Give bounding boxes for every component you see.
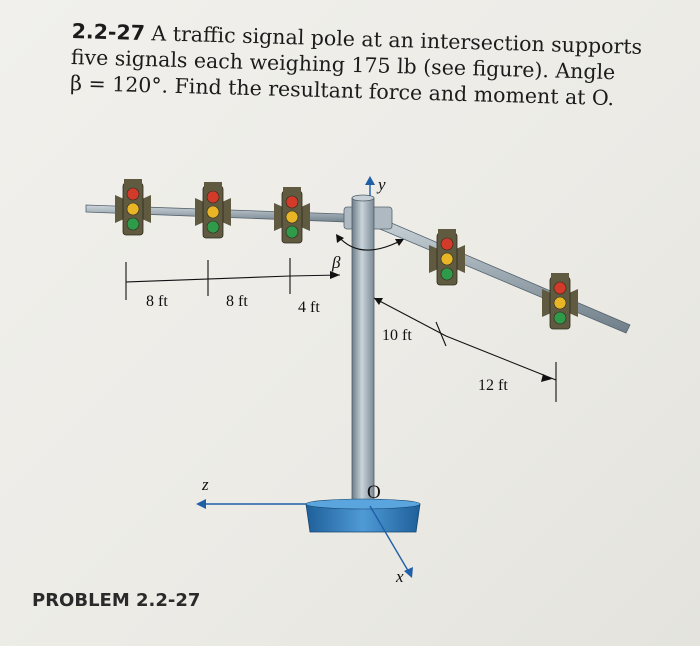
- y-axis-label: y: [376, 175, 386, 194]
- problem-caption: PROBLEM 2.2-27: [32, 590, 201, 611]
- dim-label-3: 4 ft: [298, 299, 320, 316]
- x-axis: [369, 505, 413, 578]
- origin-label: O: [367, 482, 381, 503]
- beta-angle-arc: [336, 234, 404, 251]
- z-axis-label: z: [201, 475, 209, 494]
- dim-label-4: 10 ft: [382, 327, 412, 344]
- dim-label-1: 8 ft: [146, 293, 168, 310]
- traffic-signal-2: [195, 182, 231, 239]
- beta-label: β: [331, 253, 341, 272]
- traffic-signal-1: [115, 179, 151, 236]
- dim-label-2: 8 ft: [226, 293, 248, 310]
- pole-base: [305, 498, 421, 533]
- y-axis: [365, 176, 375, 196]
- x-axis-label: x: [395, 567, 404, 586]
- signal-group: [115, 179, 578, 330]
- dim-label-5: 12 ft: [478, 377, 508, 394]
- dimension-lines: [125, 258, 557, 402]
- pole: [351, 194, 375, 511]
- traffic-signal-4: [429, 229, 465, 286]
- traffic-signal-3: [274, 187, 310, 244]
- traffic-signal-5: [542, 273, 578, 330]
